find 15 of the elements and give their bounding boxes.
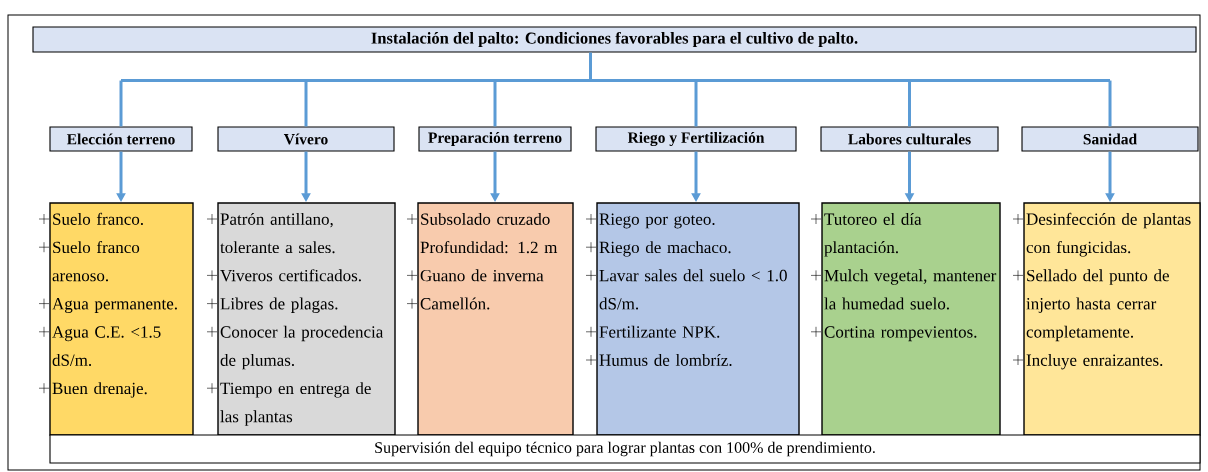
category-box: Riego y Fertilización [595, 126, 797, 152]
bullet-list-box: Riego por goteo. Riego de machaco. Lavar sales del suelo < 1.0 dS/m. Fertilizante NPK. Humus de lombríz. [585, 202, 800, 436]
category-box: Preparación terreno [418, 126, 572, 152]
category-box: Sanidad [1021, 126, 1199, 152]
summary-box: Supervisión del equipo técnico para lograr plantas con 100% de prendimiento. [49, 434, 1201, 464]
category-box: Elección terreno [49, 126, 193, 152]
bullet-list-box: Desinfección de plantas con fungicidas. Sellado del punto de injerto hasta cerrar completamente. Incluye enraizantes. [1012, 202, 1201, 436]
bullet-list-box: Tutoreo el día plantación. Mulch vegetal, mantener la humedad suelo. Cortina rompevientos. [810, 202, 1001, 436]
bullet-list-box: Patrón antillano, tolerante a sales. Viveros certificados. Libres de plagas. Conocer la procedencia de plumas. Tiempo en entrega de las plantas [206, 202, 396, 436]
bullet-list-box: Suelo franco. Suelo franco arenoso. Agua permanente. Agua C.E. <1.5 dS/m. Buen drenaje. [38, 202, 194, 436]
title-box: Instalación del palto: Condiciones favorables para el cultivo de palto. [32, 26, 1197, 53]
category-box: Labores culturales [820, 126, 999, 152]
bullet-list-box: Subsolado cruzado Profundidad: 1.2 m Guano de inverna Camellón. [406, 202, 574, 436]
connector-tree [119, 52, 1112, 127]
category-box: Vívero [217, 126, 395, 152]
